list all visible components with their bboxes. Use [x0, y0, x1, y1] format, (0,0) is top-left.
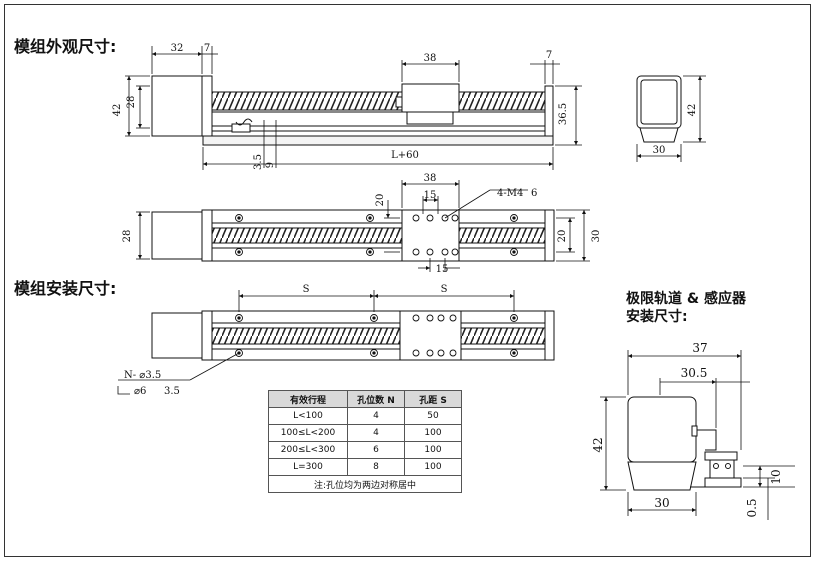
- dim-L-plus-60: L+60: [391, 150, 419, 161]
- table-note: 注:孔位均为两边对称居中: [268, 475, 462, 493]
- dim-42-height: 42: [112, 104, 123, 117]
- top-view-holes: [235, 214, 518, 256]
- dim-3-5: 3.5: [253, 154, 264, 170]
- dim-36-5-height: 36.5: [558, 103, 569, 125]
- dim-7-right: 7: [546, 50, 552, 61]
- install-dim-S-left: S: [303, 284, 310, 295]
- header-hole-count: 孔位数 N: [347, 390, 405, 408]
- section-title-limit-line2: 安装尺寸:: [626, 309, 688, 325]
- side-view: [636, 75, 682, 143]
- header-stroke: 有效行程: [268, 390, 348, 408]
- section-title-limit-rail: 极限轨道 & 感应器 安装尺寸:: [626, 290, 746, 326]
- cell-hole-count: 4: [347, 424, 405, 442]
- sensor-dim-42: 42: [591, 437, 605, 452]
- counterbore-label: ⌀6: [134, 386, 146, 397]
- top-dim-30: 30: [591, 230, 602, 243]
- sensor-dim-0-5: 0.5: [745, 498, 759, 517]
- cell-hole-count: 6: [347, 441, 405, 459]
- dim-9: 9: [265, 162, 276, 168]
- table-row: L=300 8 100: [268, 458, 462, 476]
- table-row: 200≤L<300 6 100: [268, 441, 462, 459]
- table-row: 100≤L<200 4 100: [268, 424, 462, 442]
- front-view: [151, 75, 554, 146]
- sensor-dim-10: 10: [769, 469, 783, 484]
- cell-stroke: L=300: [268, 458, 348, 476]
- cell-hole-pitch: 100: [404, 441, 462, 459]
- hole-diameter-label: N- ⌀3.5: [124, 370, 161, 381]
- top-dim-15-lower: 15: [436, 264, 449, 275]
- top-dim-20-left: 20: [375, 194, 386, 207]
- top-dim-38: 38: [424, 173, 437, 184]
- stroke-spec-table: 有效行程 孔位数 N 孔距 S L<100 4 50 100≤L<200 4 1…: [268, 390, 462, 493]
- top-dim-28: 28: [122, 230, 133, 243]
- table-note-row: 注:孔位均为两边对称居中: [268, 475, 462, 493]
- cell-stroke: 100≤L<200: [268, 424, 348, 442]
- counterbore-depth-label: 3.5: [164, 386, 180, 397]
- cell-stroke: L<100: [268, 407, 348, 425]
- dim-28-height: 28: [126, 96, 137, 109]
- thread-depth-label: 6: [531, 188, 537, 199]
- cell-hole-pitch: 50: [404, 407, 462, 425]
- section-title-exterior: 模组外观尺寸:: [14, 37, 117, 56]
- cell-hole-pitch: 100: [404, 424, 462, 442]
- side-dim-42: 42: [687, 104, 698, 117]
- cell-stroke: 200≤L<300: [268, 441, 348, 459]
- top-dim-15-upper: 15: [424, 190, 437, 201]
- cell-hole-count: 4: [347, 407, 405, 425]
- cell-hole-pitch: 100: [404, 458, 462, 476]
- section-title-install: 模组安装尺寸:: [14, 279, 117, 298]
- section-title-limit-line1: 极限轨道 & 感应器: [626, 291, 746, 307]
- cell-hole-count: 8: [347, 458, 405, 476]
- side-dim-30: 30: [653, 145, 666, 156]
- top-dim-20-right: 20: [557, 230, 568, 243]
- dim-38-top: 38: [424, 53, 437, 64]
- dim-7-left: 7: [204, 43, 210, 54]
- dim-32: 32: [171, 43, 184, 54]
- thread-spec-label: 4-M4: [497, 188, 523, 199]
- sensor-dim-37: 37: [692, 341, 707, 355]
- sensor-dim-30: 30: [654, 496, 669, 510]
- install-view: [151, 310, 555, 361]
- table-header-row: 有效行程 孔位数 N 孔距 S: [268, 390, 462, 408]
- sensor-dim-30-5: 30.5: [681, 366, 708, 380]
- header-hole-pitch: 孔距 S: [404, 390, 462, 408]
- install-view-holes: [235, 314, 518, 357]
- sensor-view: [627, 396, 742, 491]
- install-dim-S-right: S: [441, 284, 448, 295]
- table-row: L<100 4 50: [268, 407, 462, 425]
- top-view: [151, 209, 555, 262]
